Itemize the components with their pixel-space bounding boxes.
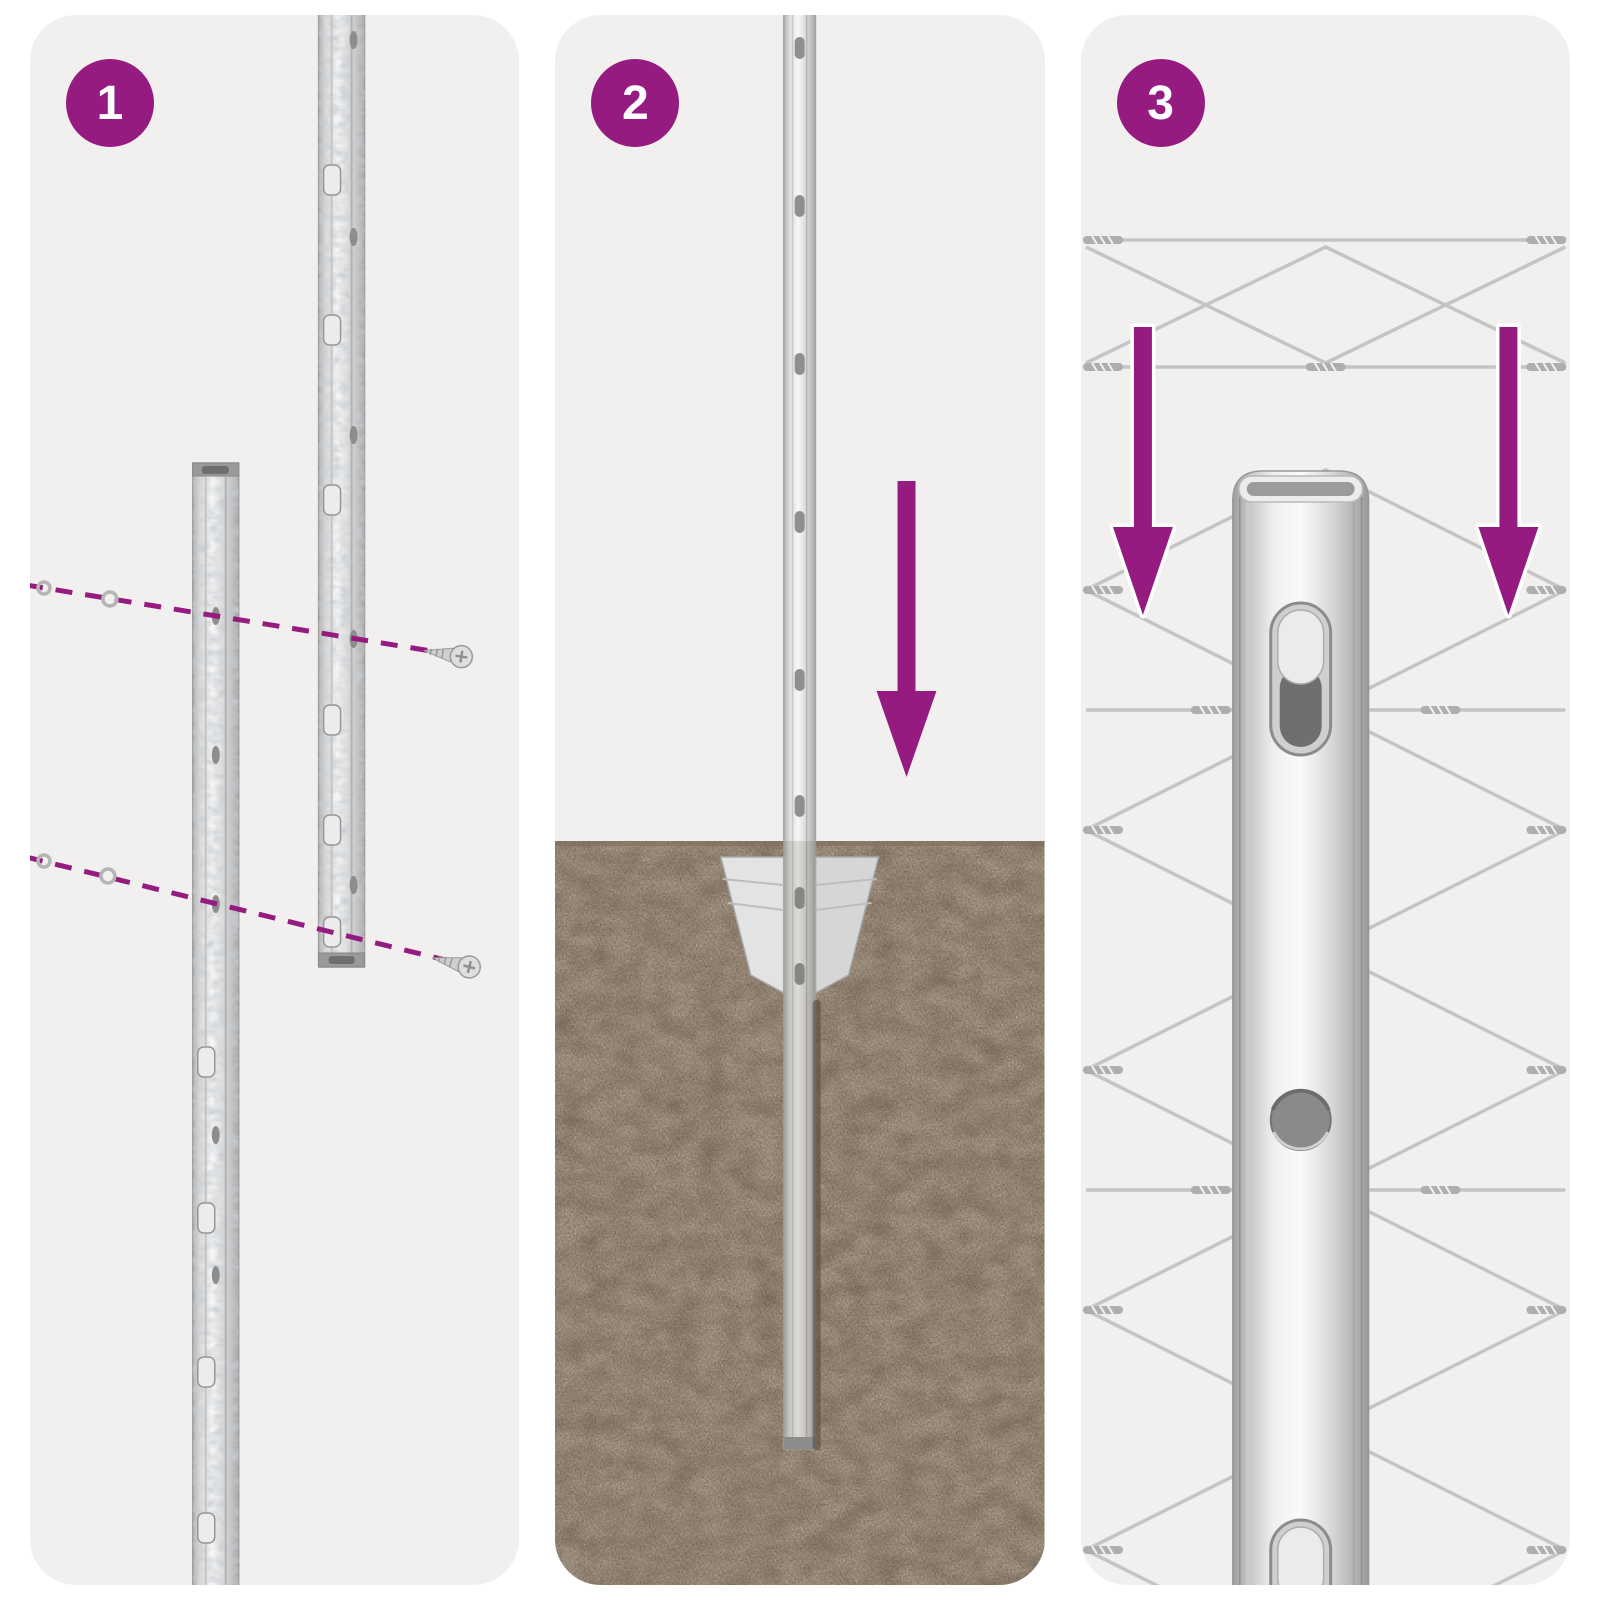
down-arrow-icon [876,481,937,777]
step-number-2: 2 [621,76,649,130]
mesh-attachment-illustration [1081,15,1570,1585]
washer-icon [36,580,52,596]
washer-icon [36,853,52,869]
fence-post [783,15,817,1450]
step-badge-1: 1 [66,59,154,147]
lance-slot [1268,601,1332,757]
upper-post [317,15,366,968]
lower-post [192,462,240,1585]
anchor-plate [720,856,880,995]
step-panel-1: 1 [30,15,520,1585]
step-number-3: 3 [1147,76,1174,130]
post-assembly-illustration [30,15,482,1585]
screw-line-lower [30,853,482,979]
step-panel-3: 3 [1080,15,1570,1585]
washer-icon [101,590,119,608]
ground-slit-shadow [812,1000,821,1450]
screw-icon [423,644,474,669]
post-slots [794,37,805,985]
post-tabs [197,1046,216,1544]
step-panel-2: 2 [555,15,1045,1585]
screw-line-upper [30,580,474,669]
post-holes [349,31,358,894]
step-badge-2: 2 [591,59,680,147]
step-number-1: 1 [96,76,124,130]
lance-slot-bottom [1268,1518,1332,1585]
down-arrow-icon [1109,323,1177,619]
washer-icon [99,867,117,885]
post-tabs [322,164,342,948]
screw-icon [432,955,482,979]
post-closeup [1231,470,1370,1585]
step-badge-3: 3 [1116,59,1205,147]
down-arrow-icon [1474,323,1542,619]
post-hole [1269,1088,1332,1151]
down-arrows [1109,323,1542,619]
post-driving-illustration [555,15,1045,1585]
